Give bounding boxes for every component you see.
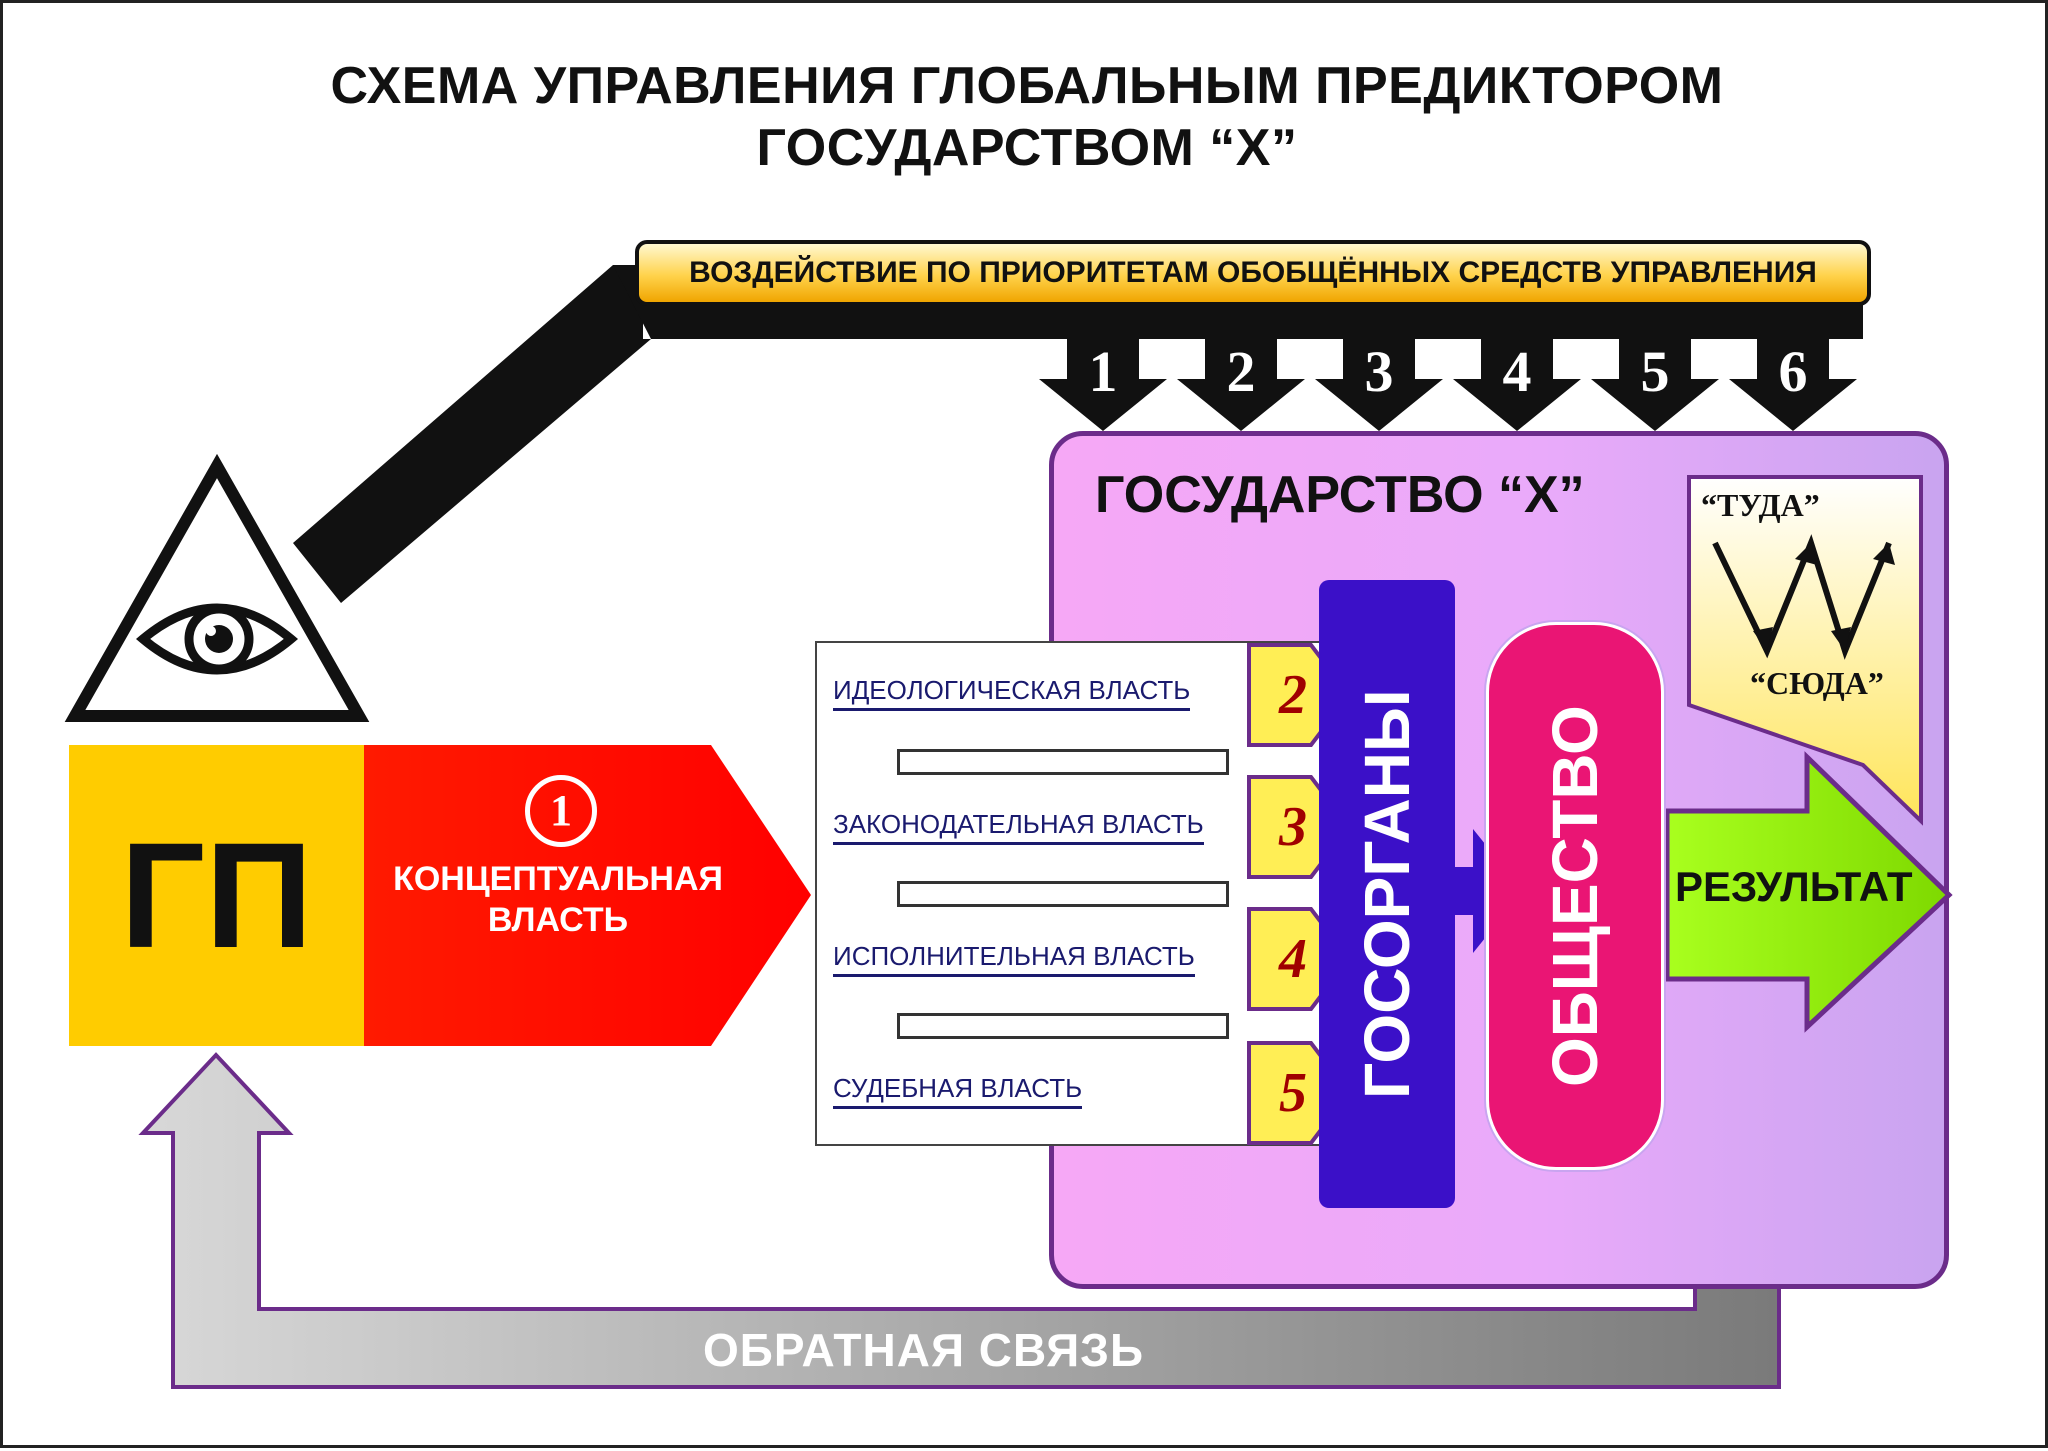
society-label: ОБЩЕСТВО	[1539, 705, 1611, 1087]
power-connector	[897, 749, 1229, 775]
gosorgany-label: ГОСОРГАНЫ	[1351, 689, 1423, 1099]
concept-label-line-2: ВЛАСТЬ	[487, 901, 629, 939]
power-number-tags	[1247, 643, 1352, 1145]
influence-beam	[293, 265, 651, 603]
priority-number: 3	[1364, 339, 1394, 404]
power-number: 3	[1279, 796, 1307, 858]
suda-label: “СЮДА”	[1750, 665, 1884, 701]
priority-number: 5	[1640, 339, 1670, 404]
priority-number: 6	[1778, 339, 1808, 404]
priority-arrow-5	[1591, 339, 1719, 431]
gosorgany-bar: ГОСОРГАНЫ	[1319, 580, 1455, 1208]
power-label: ИСПОЛНИТЕЛЬНАЯ ВЛАСТЬ	[833, 941, 1195, 977]
eye-triangle	[64, 453, 370, 722]
power-number: 4	[1279, 928, 1307, 990]
society-pill: ОБЩЕСТВО	[1486, 622, 1664, 1170]
concept-power-label: КОНЦЕПТУАЛЬНАЯ ВЛАСТЬ	[378, 859, 738, 941]
power-row-judicial: СУДЕБНАЯ ВЛАСТЬ	[833, 1073, 1083, 1109]
state-shapes	[1449, 475, 1953, 1033]
eye-icon	[135, 603, 299, 675]
power-label: ИДЕОЛОГИЧЕСКАЯ ВЛАСТЬ	[833, 675, 1191, 711]
power-row-executive: ИСПОЛНИТЕЛЬНАЯ ВЛАСТЬ	[833, 941, 1195, 977]
feedback-label: ОБРАТНАЯ СВЯЗЬ	[703, 1324, 1145, 1376]
concept-arrow	[364, 745, 811, 1046]
priority-number: 4	[1502, 339, 1532, 404]
power-number: 5	[1279, 1062, 1307, 1124]
priority-arrow-4	[1453, 339, 1581, 431]
concept-label-line-1: КОНЦЕПТУАЛЬНАЯ	[393, 860, 723, 898]
result-arrow	[1664, 751, 1953, 1033]
power-label: ЗАКОНОДАТЕЛЬНАЯ ВЛАСТЬ	[833, 809, 1204, 845]
power-label: СУДЕБНАЯ ВЛАСТЬ	[833, 1073, 1083, 1109]
priority-number: 1	[1088, 339, 1118, 404]
priority-arrow-6	[1729, 339, 1857, 431]
feedback-arrow	[138, 981, 1781, 1389]
priority-arrow-2	[1177, 339, 1305, 431]
power-number: 2	[1279, 664, 1307, 726]
priority-arrow-3	[1315, 339, 1443, 431]
tuda-label: “ТУДА”	[1701, 487, 1820, 523]
power-row-ideological: ИДЕОЛОГИЧЕСКАЯ ВЛАСТЬ	[833, 675, 1191, 711]
state-title: ГОСУДАРСТВО “Х”	[1095, 466, 1585, 524]
priority-arrow-1	[1039, 339, 1167, 431]
diagram-title-line-2: ГОСУДАРСТВОМ “Х”	[756, 119, 1298, 177]
concept-number-badge: 1	[525, 775, 597, 847]
gp-block: ГП	[69, 745, 364, 1046]
diagram-title-line-1: СХЕМА УПРАВЛЕНИЯ ГЛОБАЛЬНЫМ ПРЕДИКТОРОМ	[330, 57, 1724, 115]
power-row-legislative: ЗАКОНОДАТЕЛЬНАЯ ВЛАСТЬ	[833, 809, 1204, 845]
power-connector	[897, 1013, 1229, 1039]
influence-banner: ВОЗДЕЙСТВИЕ ПО ПРИОРИТЕТАМ ОБОБЩЁННЫХ СР…	[635, 240, 1871, 306]
priority-number: 2	[1226, 339, 1256, 404]
diagram-shapes	[64, 265, 1863, 1389]
power-connector	[897, 881, 1229, 907]
zigzag-arrowheads	[1753, 543, 1895, 651]
priority-arrows	[1039, 339, 1857, 431]
result-label: РЕЗУЛЬТАТ	[1675, 863, 1913, 910]
zigzag-panel	[1687, 475, 1923, 826]
